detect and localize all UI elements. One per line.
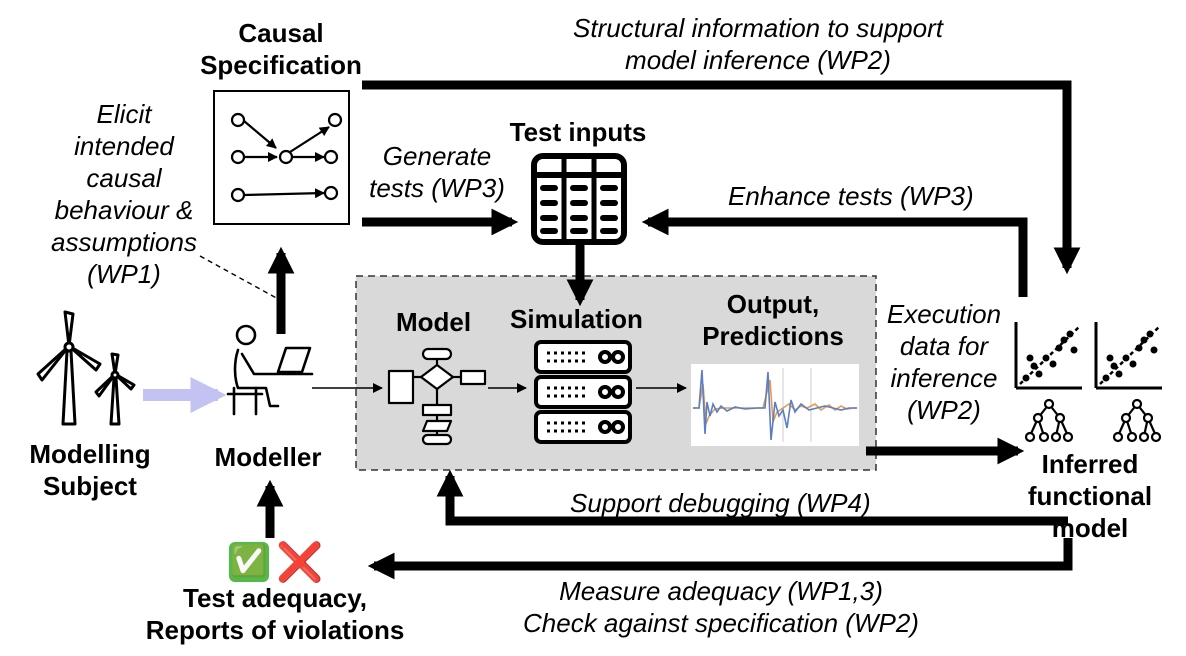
causal-spec-title: Causal Specification [200,18,362,80]
output-signal-plot [691,364,859,446]
measure-adequacy-arrow [367,538,1073,580]
server-rack-icon [534,340,632,444]
person-at-laptop-icon [226,324,314,416]
generate-tests-label: Generate tests (WP3) [369,141,505,203]
enhance-tests-arrow [641,208,1028,297]
execution-data-label: Execution data for inference (WP2) [886,299,1002,425]
model-label: Model [396,307,472,337]
support-debugging-arrow [436,469,1068,526]
wind-turbine-icon [36,310,136,426]
simulation-label: Simulation [510,304,643,334]
modelling-subject-label: Modelling Subject [29,439,151,501]
spreadsheet-icon [531,153,627,245]
tree-icon [1024,398,1074,443]
test-adequacy-label: Test adequacy, Reports of violations [145,583,405,645]
enhance-tests-label: Enhance tests (WP3) [728,181,974,211]
inferred-model-label: Inferred functional model [1027,449,1153,543]
test-inputs-label: Test inputs [509,117,647,147]
elicit-leader [199,255,281,301]
output-series-blue [693,369,857,441]
causal-graph-icon [230,112,343,203]
output-predictions-label: Output, Predictions [702,289,844,351]
elicit-label: Elicit intended causal behaviour & assum… [51,99,197,289]
structural-info-label: Structural information to support model … [573,13,943,75]
fail-cross-icon: ❌ [276,540,324,584]
structural-info-arrow [362,80,1081,275]
scatter-plot-icon [1014,322,1082,390]
flowchart-icon [387,347,487,446]
tree-icon [1112,398,1162,443]
scatter-plot-icon [1094,322,1162,390]
pass-check-icon: ✅ [229,542,269,582]
measure-adequacy-label: Measure adequacy (WP1,3) Check against s… [523,576,919,638]
support-debugging-label: Support debugging (WP4) [570,488,871,518]
modeller-label: Modeller [214,442,322,472]
